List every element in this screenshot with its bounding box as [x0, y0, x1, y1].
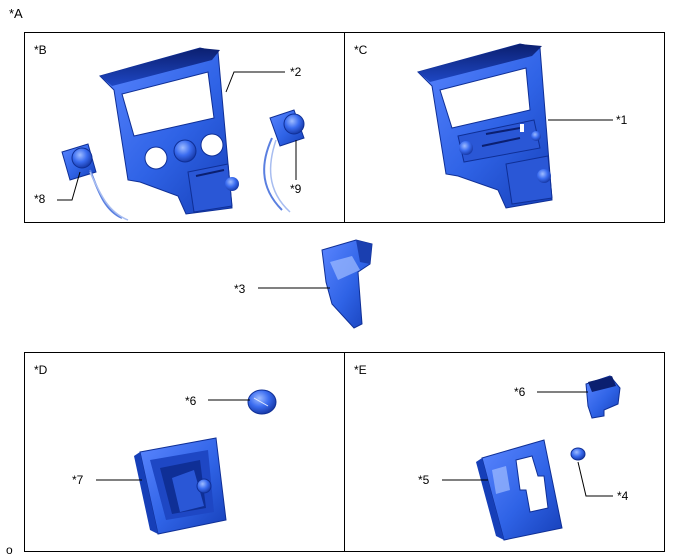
leader-lines	[57, 71, 613, 497]
callout-7: *7	[72, 473, 84, 487]
leader-4	[577, 461, 613, 497]
part-1-center-bezel-assembly	[417, 43, 553, 209]
part-7-shift-boot-bezel	[134, 437, 227, 535]
callout-9: *9	[290, 182, 302, 196]
callout-8: *8	[34, 192, 46, 206]
callout-6-d: *6	[185, 394, 197, 408]
leader-8	[57, 171, 81, 201]
leader-2	[225, 71, 285, 93]
callout-3: *3	[234, 282, 246, 296]
part-6-shift-knob-d	[247, 389, 277, 415]
panel-e-label: *E	[354, 363, 367, 377]
callout-1: *1	[616, 113, 628, 127]
panel-e	[344, 352, 665, 552]
figure-label: *A	[9, 6, 23, 21]
callout-4: *4	[617, 489, 629, 503]
panel-c	[344, 32, 665, 223]
callout-6-e: *6	[514, 385, 526, 399]
panel-d-label: *D	[34, 363, 48, 377]
panel-c-label: *C	[354, 43, 368, 57]
part-3-cover	[321, 239, 373, 329]
part-4-small-knob	[570, 447, 586, 461]
part-2-center-bezel-with-holes	[99, 47, 239, 215]
callout-2: *2	[290, 65, 302, 79]
part-9-harness-switch	[263, 109, 305, 213]
part-8-harness-switch	[61, 143, 129, 221]
panel-b-label: *B	[34, 43, 47, 57]
part-6-shift-knob-e	[585, 375, 621, 419]
part-5-shift-lever-bezel	[476, 439, 563, 541]
corner-mark: o	[6, 543, 13, 557]
callout-5: *5	[418, 473, 430, 487]
